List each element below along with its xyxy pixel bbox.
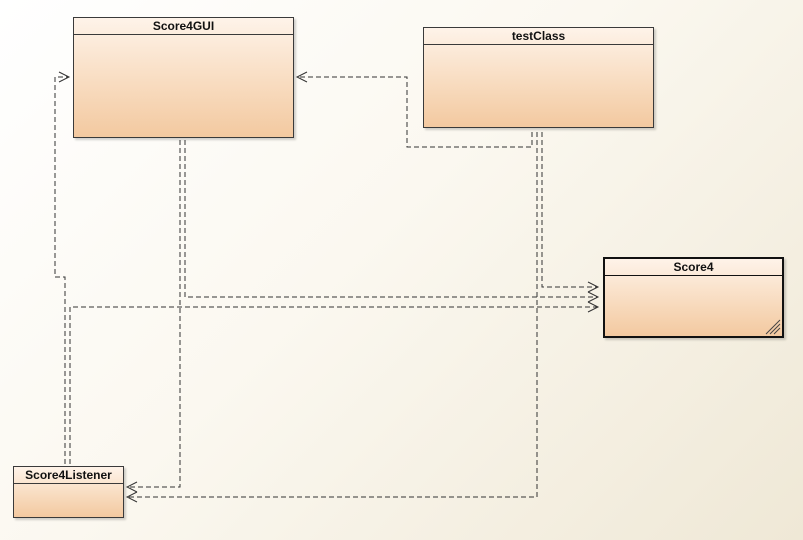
dependency-score4gui-to-score4[interactable] [184,140,598,298]
dependency-score4gui-to-score4listener[interactable] [128,140,181,488]
arrowhead-into-score4listener-1 [125,481,138,493]
arrowhead-into-score4gui-right [295,71,308,83]
dependency-score4listener-to-score4[interactable] [69,306,598,464]
arrowhead-into-score4-1 [587,281,600,293]
dependency-testclass-to-score4listener[interactable] [128,132,538,498]
dependency-score4listener-to-score4gui[interactable] [54,76,68,464]
dependency-testclass-to-score4[interactable] [541,132,598,288]
class-score4gui[interactable]: Score4GUI [73,17,294,138]
dependency-testclass-to-score4gui[interactable] [298,76,533,148]
arrowhead-into-score4-2 [587,291,600,303]
class-name-score4listener: Score4Listener [14,467,123,484]
arrowhead-into-score4gui-left [58,71,71,83]
arrowhead-into-score4-3 [587,301,600,313]
class-name-score4: Score4 [605,259,782,276]
class-score4listener[interactable]: Score4Listener [13,466,124,518]
class-name-testclass: testClass [424,28,653,45]
class-name-score4gui: Score4GUI [74,18,293,35]
class-testclass[interactable]: testClass [423,27,654,128]
arrowhead-into-score4listener-2 [125,491,138,503]
class-score4[interactable]: Score4 [603,257,784,338]
resize-corner-icon [765,319,781,335]
